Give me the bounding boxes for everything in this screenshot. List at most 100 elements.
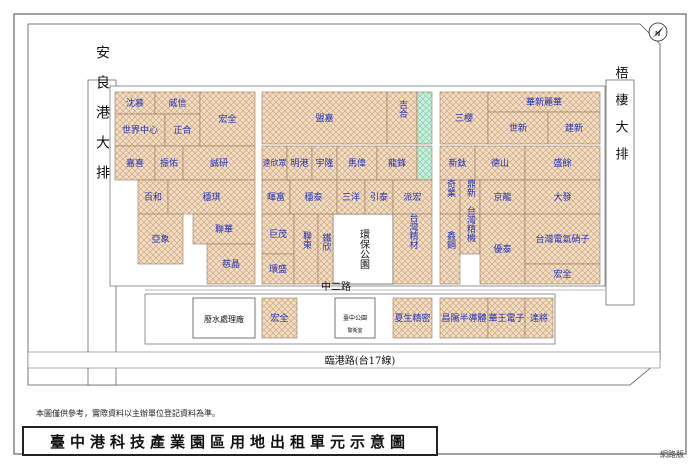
lot-L23: 德山 [474, 145, 526, 181]
lot-L27-area [261, 179, 291, 215]
lot-L51: 昌陽半導體 [439, 297, 489, 339]
lot-L15: 誠研 [182, 145, 256, 181]
lot-L40-area [261, 253, 295, 285]
lot-L29: 三洋 [336, 179, 366, 215]
lot-L20: 龍鋒 [376, 145, 418, 181]
lot-L27-label: 暉富 [267, 191, 285, 203]
lot-L28-label: 穩泰 [304, 191, 322, 203]
lot-L53-label: 達將 [530, 312, 548, 324]
lot-L12: 建新 [547, 111, 601, 145]
lot-L53: 達將 [524, 297, 554, 339]
lot-L30-label: 引泰 [370, 191, 388, 203]
lot-L20-label: 龍鋒 [388, 157, 406, 169]
lot-L9-area [439, 91, 489, 145]
svg-text:N: N [655, 30, 660, 38]
lot-L38-area [206, 243, 256, 285]
lot-L45: 台灣精機 [459, 205, 481, 255]
south-road-label: 臨港路(台17線) [325, 354, 396, 367]
version-label: 網路版 [660, 450, 684, 459]
lot-L45-label: 台灣精機 [465, 205, 476, 243]
lot-L24-area [524, 145, 601, 181]
lot-L39-label: 巨茂 [269, 228, 287, 240]
lot-L37-label: 聯華 [215, 223, 233, 235]
lot-L48: 宏全 [524, 263, 601, 285]
lot-L44: 鑫鋼 [439, 213, 461, 285]
lot-L8 [416, 91, 433, 145]
lot-L35-label: 大發 [553, 191, 571, 203]
lot-L19: 馬偉 [336, 145, 378, 181]
lot-L49: 宏全 [261, 297, 298, 339]
lot-L31-label: 派宏 [403, 191, 421, 203]
lot-L31-area [392, 179, 433, 215]
lot-L5-label: 宏全 [218, 113, 236, 125]
lot-L8-area [416, 91, 433, 145]
south-road-band [27, 351, 661, 369]
east-channel-label: 梧棲大排 [613, 66, 629, 174]
lot-L26: 穩琪 [167, 179, 256, 215]
lot-L53-area [524, 297, 554, 339]
lot-L36: 亞象 [137, 213, 184, 265]
park-label: 環保公園 [358, 229, 370, 270]
lot-L1: 沈慕 [114, 91, 156, 115]
lot-L30-area [364, 179, 394, 215]
lot-L24-label: 盛餘 [553, 157, 571, 169]
lot-L42-label: 鐵欣 [321, 232, 332, 252]
lot-L34-label: 京龍 [493, 191, 511, 203]
lot-L14-area [154, 145, 184, 181]
center-road-label: 中二路 [321, 280, 351, 293]
west-channel-label: 安良港大排 [94, 45, 110, 195]
lot-L18: 宇隆 [311, 145, 338, 181]
lot-L24: 盛餘 [524, 145, 601, 181]
lot-L7-area [386, 91, 418, 145]
lot-L22-label: 新鈦 [448, 157, 466, 169]
lot-L40-label: 環盛 [269, 263, 287, 275]
lot-L9: 三櫻 [439, 91, 489, 145]
lot-L21-area [416, 145, 433, 181]
lot-L50-label: 夏生精密 [394, 312, 430, 324]
lot-L42-area [317, 213, 334, 285]
lot-L4-area [164, 113, 201, 147]
lot-L23-area [474, 145, 526, 181]
lot-L11: 世新 [487, 111, 549, 145]
lot-L34: 京龍 [479, 179, 526, 215]
lot-L39: 巨茂 [261, 213, 295, 255]
lot-L33-label: 鼎新 [465, 179, 476, 198]
lot-L31: 派宏 [392, 179, 433, 215]
lot-L25-area [137, 179, 169, 215]
lot-L17-area [286, 145, 313, 181]
lot-L3-area [114, 113, 166, 147]
lot-L40: 環盛 [261, 253, 295, 285]
lot-L10-label: 華新麗華 [526, 96, 562, 108]
lot-L22-area [439, 145, 476, 181]
lot-L46-label: 優泰 [493, 243, 511, 255]
lot-L46-area [479, 213, 526, 285]
lot-L35: 大發 [524, 179, 601, 215]
lot-L43: 台灣精材 [392, 212, 433, 285]
lot-L7: 吉合 [386, 91, 418, 145]
guard-label: 警衛室 [347, 327, 362, 334]
lot-L14: 振佑 [154, 145, 184, 181]
lot-L43-label: 台灣精材 [408, 212, 419, 249]
lot-L3-label: 世界中心 [122, 124, 158, 136]
lot-L52-area [487, 297, 526, 339]
lot-L6: 盟嘉 [261, 91, 388, 145]
lot-L12-area [547, 111, 601, 145]
lot-L47: 台灣電氣硝子 [524, 213, 601, 265]
lot-L25-label: 百和 [144, 192, 162, 203]
lot-L14-label: 振佑 [160, 157, 178, 169]
management-center [334, 297, 376, 339]
east-drainage-channel [605, 79, 635, 306]
lot-L6-label: 盟嘉 [315, 112, 333, 124]
lot-L49-label: 宏全 [270, 312, 288, 324]
lot-L30: 引泰 [364, 179, 394, 215]
lot-L52-label: 華王電子 [488, 312, 524, 324]
lot-L18-label: 宇隆 [315, 157, 333, 169]
lot-L36-area [137, 213, 184, 265]
management-label: 臺中公園 [343, 314, 367, 322]
lot-L18-area [311, 145, 338, 181]
lots-layer: 沈慕威信世界中心正合宏全盟嘉吉合三櫻華新麗華世新建新嘉喜振佑誠研遠欣眾明港宇隆馬… [114, 91, 601, 339]
lot-L32-label: 奇業 [445, 178, 456, 198]
lot-L50: 夏生精密 [392, 297, 433, 339]
lot-L38-label: 慈晶 [222, 258, 240, 270]
map-title: 臺中港科技產業園區用地出租單元示意圖 [22, 426, 438, 456]
